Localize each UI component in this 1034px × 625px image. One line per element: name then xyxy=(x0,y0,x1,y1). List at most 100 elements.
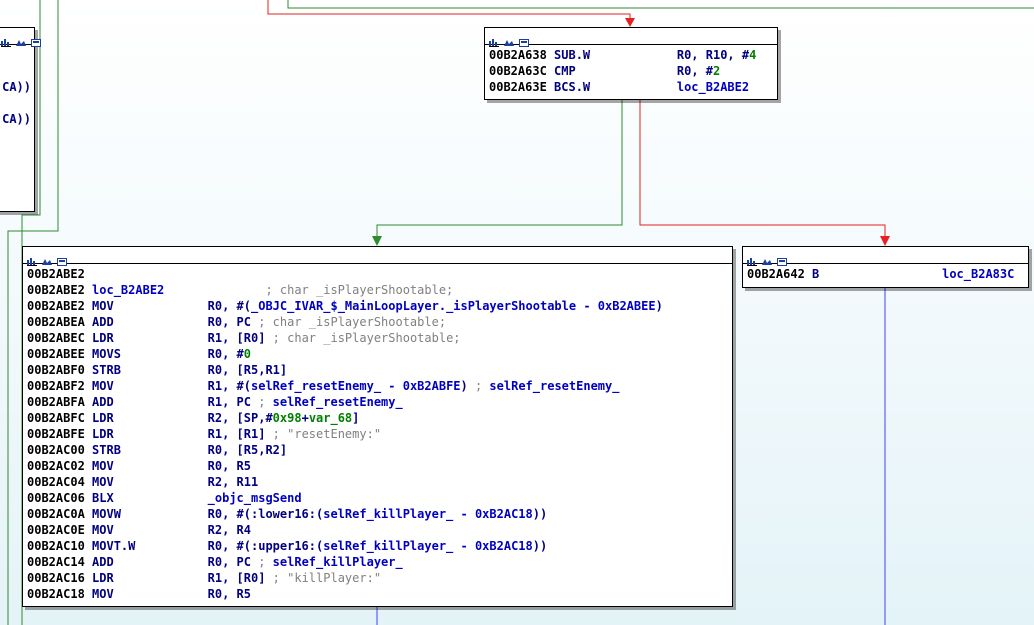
code-line[interactable]: 00B2A63E BCS.W loc_B2ABE2 xyxy=(489,79,777,95)
code-line[interactable]: 00B2ABFE LDR R1, [R1] ; "resetEnemy:" xyxy=(27,426,732,442)
code-line[interactable]: 00B2A638 SUB.W R0, R10, #4 xyxy=(489,47,777,63)
mnemonic: BCS.W xyxy=(554,80,591,94)
code-line[interactable]: 00B2AC04 MOV R2, R11 xyxy=(27,474,732,490)
code-line[interactable]: 00B2ABFA ADD R1, PC ; selRef_resetEnemy_ xyxy=(27,394,732,410)
group-icon[interactable] xyxy=(57,251,67,266)
node-left-partial[interactable]: CA)) CA)) xyxy=(0,27,41,212)
code-line[interactable]: 00B2ABEE MOVS R0, #0 xyxy=(27,346,732,362)
mnemonic: B xyxy=(812,267,820,281)
code-line[interactable]: 00B2ABEA ADD R0, PC ; char _isPlayerShoo… xyxy=(27,314,732,330)
code-line[interactable]: 00B2A63C CMP R0, #2 xyxy=(489,63,777,79)
operand: R0, # xyxy=(676,64,713,78)
code-line-fragment: CA)) xyxy=(2,80,31,94)
arrow-top-red xyxy=(625,18,635,27)
edge-top-red xyxy=(267,0,631,22)
code-line[interactable]: 00B2AC16 LDR R1, [R0] ; "killPlayer:" xyxy=(27,570,732,586)
code-line[interactable]: 00B2AC0A MOVW R0, #(:lower16:(selRef_kil… xyxy=(27,506,732,522)
code-line[interactable]: 00B2ABF2 MOV R1, #(selRef_resetEnemy_ - … xyxy=(27,378,732,394)
operand-part: R1, PC xyxy=(207,395,259,409)
operand-part: R1, [R0] xyxy=(207,331,273,345)
operand-part: + xyxy=(301,411,309,425)
operand-part: ; char _isPlayerShootable; xyxy=(272,331,461,345)
code-line[interactable]: 00B2A642 B loc_B2A83C xyxy=(747,266,1028,282)
code-line[interactable]: 00B2AC0E MOV R2, R4 xyxy=(27,522,732,538)
operand-part: ; xyxy=(474,379,490,393)
operand-part: R0, PC xyxy=(207,315,259,329)
code-line[interactable]: 00B2ABE2 loc_B2ABE2 ; char _isPlayerShoo… xyxy=(27,282,732,298)
address: 00B2A638 xyxy=(489,48,547,62)
edge-left-green-2 xyxy=(7,0,59,625)
address: 00B2A642 xyxy=(747,267,805,281)
operand-part: R2, [SP,# xyxy=(207,411,273,425)
mnemonic: MOV xyxy=(92,299,114,313)
operand-part: ; xyxy=(258,555,273,569)
code-line[interactable]: 00B2AC18 MOV R0, R5 xyxy=(27,586,732,602)
code-line[interactable]: 00B2ABFC LDR R2, [SP,#0x98+var_68] xyxy=(27,410,732,426)
address: 00B2ABE2 xyxy=(27,283,85,297)
address: 00B2AC0A xyxy=(27,507,85,521)
address: 00B2AC02 xyxy=(27,459,85,473)
operand-part: R0, PC xyxy=(207,555,259,569)
operand-part: )) xyxy=(532,539,548,553)
graph-icon[interactable] xyxy=(489,32,499,47)
immediate-value: 4 xyxy=(749,48,757,62)
group-icon[interactable] xyxy=(31,32,41,47)
address: 00B2AC10 xyxy=(27,539,85,553)
address: 00B2ABFA xyxy=(27,395,85,409)
graph-icon[interactable] xyxy=(27,251,37,266)
mnemonic: LDR xyxy=(92,331,114,345)
address: 00B2A63C xyxy=(489,64,547,78)
operand-part: R0, #(:lower16:( xyxy=(207,507,324,521)
group-icon[interactable] xyxy=(519,32,529,47)
edit-color-icon[interactable] xyxy=(762,251,772,265)
code-line[interactable]: 00B2AC00 STRB R0, [R5,R2] xyxy=(27,442,732,458)
node-header xyxy=(743,247,1028,266)
operand-part: R0, # xyxy=(207,347,244,361)
mnemonic: MOVS xyxy=(92,347,121,361)
mnemonic: MOVT.W xyxy=(92,539,136,553)
code-line[interactable]: 00B2AC10 MOVT.W R0, #(:upper16:(selRef_k… xyxy=(27,538,732,554)
operand-part: R0, R5 xyxy=(207,587,251,601)
code-line[interactable]: 00B2ABE2 xyxy=(27,266,732,282)
operand-part: ] xyxy=(352,411,360,425)
operand-part: ) xyxy=(460,379,475,393)
edge-true-green xyxy=(376,99,623,240)
code-line[interactable]: 00B2AC02 MOV R0, R5 xyxy=(27,458,732,474)
operand-part: R0, R5 xyxy=(207,459,251,473)
node-header xyxy=(0,28,41,47)
operand-part: 0 xyxy=(243,347,251,361)
group-icon[interactable] xyxy=(777,251,787,266)
code-line[interactable]: 00B2AC14 ADD R0, PC ; selRef_killPlayer_ xyxy=(27,554,732,570)
operand-part: ) xyxy=(655,299,663,313)
edit-color-icon[interactable] xyxy=(42,251,52,265)
node-branch-block[interactable]: 00B2A642 B loc_B2A83C xyxy=(742,246,1029,288)
operand-part: selRef_resetEnemy_ - 0xB2ABFE xyxy=(251,379,461,393)
code-line[interactable]: 00B2ABF0 STRB R0, [R5,R1] xyxy=(27,362,732,378)
code-line[interactable]: 00B2ABE2 MOV R0, #(_OBJC_IVAR_$_MainLoop… xyxy=(27,298,732,314)
code-line[interactable]: 00B2AC06 BLX _objc_msgSend xyxy=(27,490,732,506)
mnemonic: LDR xyxy=(92,427,114,441)
mnemonic: MOV xyxy=(92,475,114,489)
code-line-fragment: CA)) xyxy=(2,112,31,126)
operand-part: selRef_killPlayer_ - 0xB2AC18 xyxy=(323,539,533,553)
address: 00B2AC00 xyxy=(27,443,85,457)
operand-part: R1, [R0] xyxy=(207,571,273,585)
edge-top-green xyxy=(287,0,1034,9)
edit-color-icon[interactable] xyxy=(16,32,26,46)
operand-part: selRef_resetEnemy_ xyxy=(272,395,403,409)
graph-icon[interactable] xyxy=(1,32,11,47)
immediate-value: 2 xyxy=(713,64,721,78)
operand-part: 0x98 xyxy=(272,411,302,425)
operand-part: ; "resetEnemy:" xyxy=(272,427,382,441)
operand-part xyxy=(164,283,265,297)
graph-icon[interactable] xyxy=(747,251,757,266)
address: 00B2AC14 xyxy=(27,555,85,569)
mnemonic: ADD xyxy=(92,555,114,569)
code-line[interactable]: 00B2ABEC LDR R1, [R0] ; char _isPlayerSh… xyxy=(27,330,732,346)
edit-color-icon[interactable] xyxy=(504,32,514,46)
operand-part: var_68 xyxy=(308,411,353,425)
mnemonic: MOVW xyxy=(92,507,121,521)
mnemonic: MOV xyxy=(92,459,114,473)
